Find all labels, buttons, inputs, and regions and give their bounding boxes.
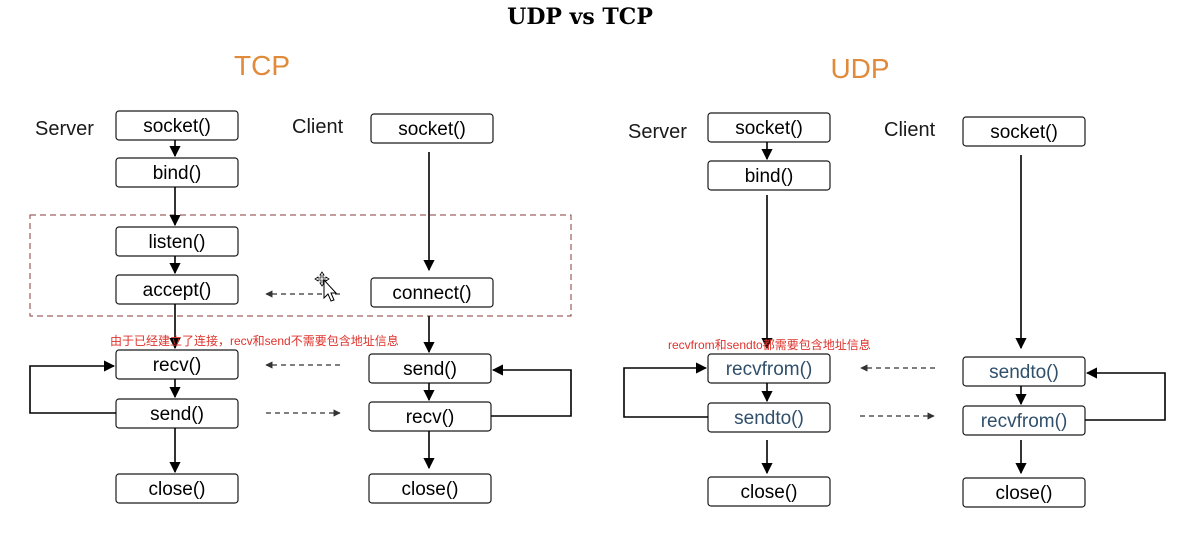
tcp-client-loop-arrow — [491, 364, 572, 417]
tcp-server-accept-box: accept() — [115, 274, 239, 305]
udp-note: recvfrom和sendto都需要包含地址信息 — [668, 337, 871, 352]
tcp-server-listen-label: listen() — [148, 232, 205, 253]
tcp-client-label: Client — [292, 116, 344, 138]
udp-client-sendto-label: sendto() — [989, 362, 1059, 383]
tcp-client-close-box: close() — [368, 473, 492, 504]
udp-client-sendto-box: sendto() — [962, 356, 1086, 387]
udp-client-recvfrom-label: recvfrom() — [981, 411, 1068, 432]
udp-server-close-label: close() — [740, 482, 797, 503]
udp-server-close-box: close() — [707, 476, 831, 507]
tcp-client-connect-box: connect() — [370, 277, 494, 308]
udp-client-socket-box: socket() — [962, 116, 1086, 147]
udp-client-label: Client — [884, 119, 936, 141]
tcp-server-loop-arrow — [29, 360, 116, 414]
udp-client-socket-label: socket() — [990, 122, 1058, 143]
udp-client-recvfrom-box: recvfrom() — [962, 405, 1086, 436]
tcp-server-send-box: send() — [115, 398, 239, 429]
tcp-server-bind-box: bind() — [115, 157, 239, 188]
udp-server-socket-box: socket() — [707, 112, 831, 143]
tcp-server-bind-label: bind() — [153, 163, 202, 184]
tcp-server-label: Server — [35, 118, 94, 140]
tcp-client-socket-label: socket() — [398, 119, 466, 140]
tcp-server-accept-label: accept() — [143, 280, 212, 301]
tcp-client-send-label: send() — [403, 359, 457, 380]
udp-server-recvfrom-label: recvfrom() — [726, 359, 813, 380]
tcp-server-close-box: close() — [115, 473, 239, 504]
tcp-client-send-box: send() — [368, 353, 492, 384]
udp-server-bind-label: bind() — [745, 166, 794, 187]
udp-server-recvfrom-box: recvfrom() — [707, 353, 831, 384]
connection-frame — [29, 214, 572, 317]
tcp-client-recv-box: recv() — [368, 401, 492, 432]
tcp-server-recv-label: recv() — [153, 355, 202, 376]
tcp-heading: TCP — [234, 50, 290, 81]
tcp-server-recv-box: recv() — [115, 349, 239, 380]
move-cursor-icon — [314, 271, 338, 302]
tcp-server-close-label: close() — [148, 479, 205, 500]
tcp-note: 由于已经建立了连接，recv和send不需要包含地址信息 — [110, 333, 399, 348]
udp-server-sendto-label: sendto() — [734, 408, 804, 429]
udp-server-sendto-box: sendto() — [707, 402, 831, 433]
tcp-client-recv-label: recv() — [406, 407, 455, 428]
udp-server-loop-arrow — [623, 362, 708, 418]
tcp-server-send-label: send() — [150, 404, 204, 425]
tcp-server-socket-box: socket() — [115, 110, 239, 141]
udp-client-close-label: close() — [995, 483, 1052, 504]
tcp-client-socket-box: socket() — [370, 113, 494, 144]
udp-server-label: Server — [628, 121, 687, 143]
tcp-client-connect-label: connect() — [392, 283, 471, 304]
udp-client-close-box: close() — [962, 477, 1086, 508]
udp-server-bind-box: bind() — [707, 160, 831, 191]
udp-heading: UDP — [830, 53, 889, 84]
udp-server-socket-label: socket() — [735, 118, 803, 139]
page-title: UDP vs TCP — [507, 4, 653, 30]
tcp-server-socket-label: socket() — [143, 116, 211, 137]
tcp-client-close-label: close() — [401, 479, 458, 500]
tcp-server-listen-box: listen() — [115, 226, 239, 257]
udp-client-loop-arrow — [1085, 367, 1166, 421]
